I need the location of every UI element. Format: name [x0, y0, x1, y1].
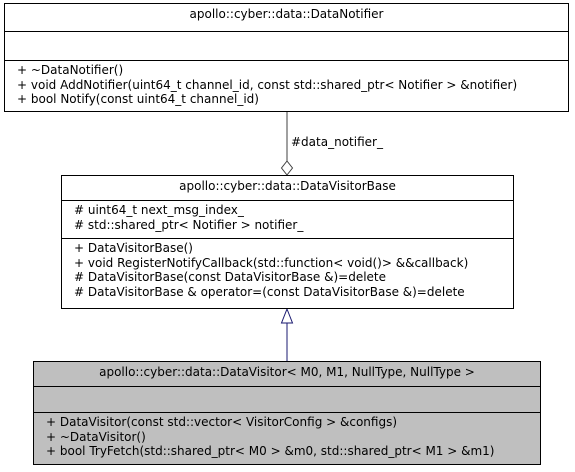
attributes-section-data-visitor-base: # uint64_t next_msg_index_ # std::shared…: [62, 201, 513, 239]
method-line: + void RegisterNotifyCallback(std::funct…: [74, 255, 469, 270]
method-line: # DataVisitorBase & operator=(const Data…: [74, 284, 465, 299]
inheritance-arrowhead: [280, 307, 294, 324]
method-line: + bool Notify(const uint64_t channel_id): [17, 92, 259, 106]
method-line: + void AddNotifier(uint64_t channel_id, …: [17, 77, 518, 92]
method-line: + DataVisitor(const std::vector< Visitor…: [46, 415, 397, 429]
aggregation-label: #data_notifier_: [291, 135, 383, 149]
class-name-data-notifier: apollo::cyber::data::DataNotifier: [5, 4, 568, 32]
method-line: + bool TryFetch(std::shared_ptr< M0 > &m…: [46, 444, 495, 458]
attribute-line: # std::shared_ptr< Notifier > notifier_: [74, 217, 304, 232]
class-name-data-visitor: apollo::cyber::data::DataVisitor< M0, M1…: [34, 362, 540, 387]
methods-section-data-visitor-base: + DataVisitorBase() + void RegisterNotif…: [62, 239, 513, 308]
class-box-data-notifier[interactable]: apollo::cyber::data::DataNotifier + ~Dat…: [4, 3, 569, 112]
attribute-line: # uint64_t next_msg_index_: [74, 203, 244, 217]
class-box-data-visitor[interactable]: apollo::cyber::data::DataVisitor< M0, M1…: [33, 361, 541, 465]
class-box-data-visitor-base[interactable]: apollo::cyber::data::DataVisitorBase # u…: [61, 175, 514, 309]
attributes-section-data-visitor: [34, 387, 540, 413]
methods-section-data-visitor: + DataVisitor(const std::vector< Visitor…: [34, 413, 540, 464]
methods-section-data-notifier: + ~DataNotifier() + void AddNotifier(uin…: [5, 61, 568, 111]
method-line: + ~DataNotifier(): [17, 63, 124, 77]
method-line: # DataVisitorBase(const DataVisitorBase …: [74, 270, 387, 284]
aggregation-diamond: [280, 160, 294, 176]
attributes-section-data-notifier: [5, 32, 568, 61]
method-line: + DataVisitorBase(): [74, 241, 193, 255]
class-name-data-visitor-base: apollo::cyber::data::DataVisitorBase: [62, 176, 513, 201]
method-line: + ~DataVisitor(): [46, 429, 146, 444]
